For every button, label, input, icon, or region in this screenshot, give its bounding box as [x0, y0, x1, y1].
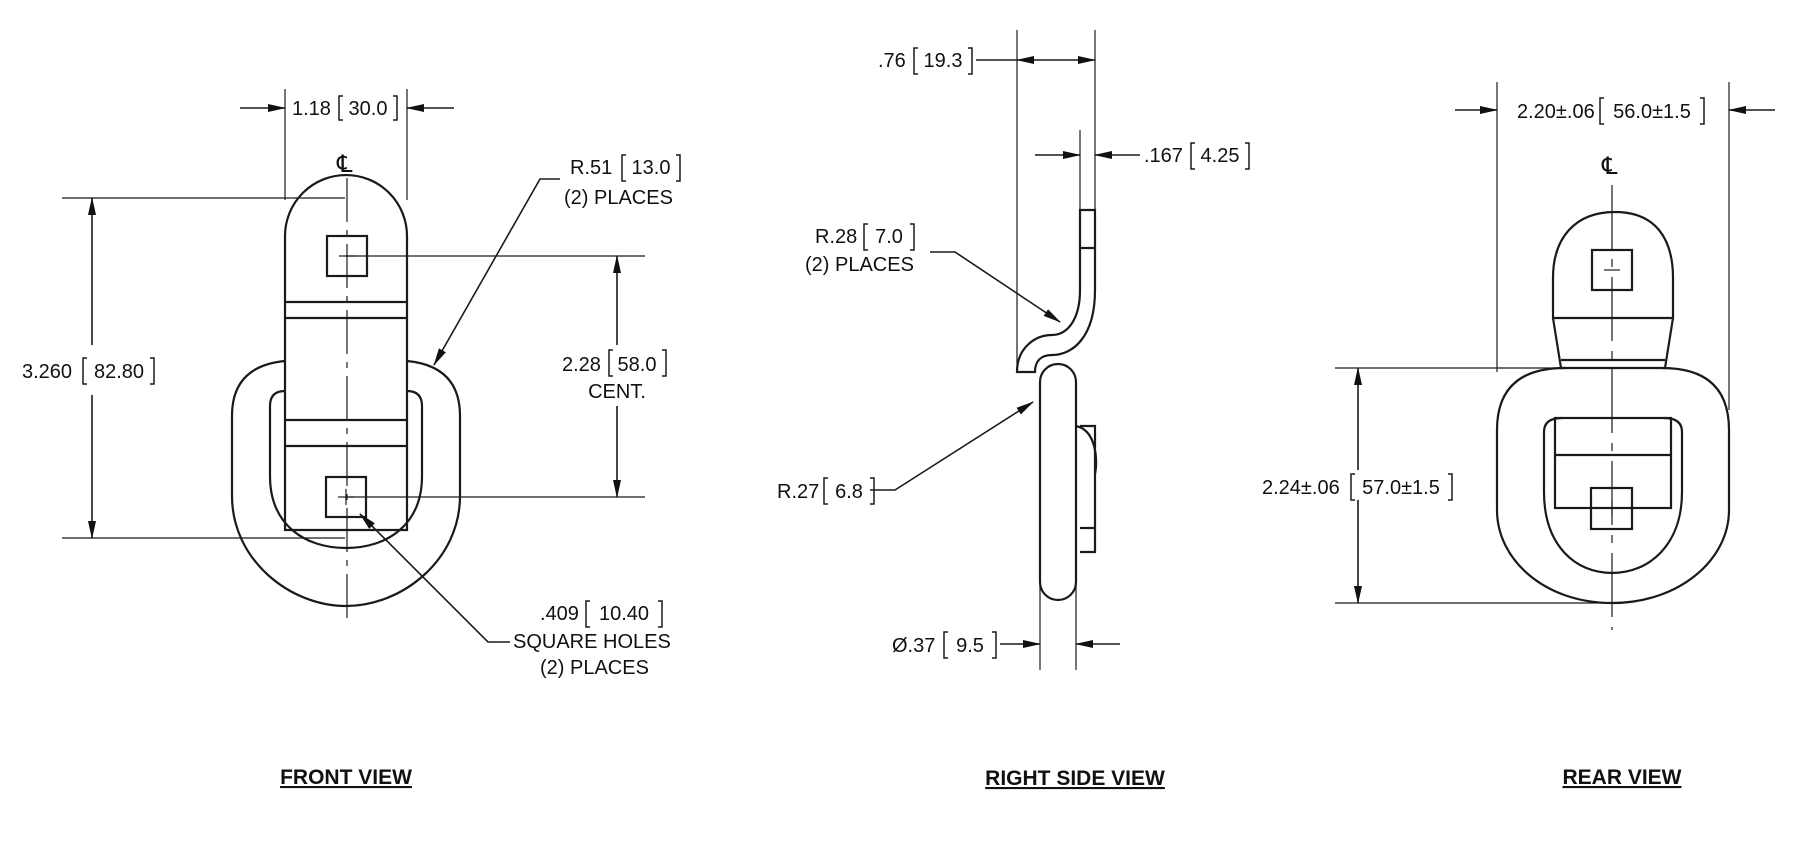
- side-bend-inch: R.28: [815, 226, 857, 248]
- side-rod: [1038, 362, 1078, 602]
- front-height-mm: 82.80: [94, 361, 144, 383]
- side-depth-mm: 19.3: [924, 50, 963, 72]
- rear-height-mm: 57.0±1.5: [1362, 477, 1440, 499]
- front-width-mm: 30.0: [349, 98, 388, 120]
- side-rod-diameter-mm: 9.5: [956, 635, 984, 657]
- hole-spacing-note: CENT.: [588, 381, 646, 403]
- side-plate: [1015, 208, 1097, 374]
- rear-width-mm: 56.0±1.5: [1613, 101, 1691, 123]
- front-ring-outer: [230, 359, 462, 608]
- side-rod-diameter-inch: Ø.37: [892, 635, 935, 657]
- side-view: .76 19.3 .167 4.25 R.28 7.0 (2) PLACES R…: [777, 30, 1250, 790]
- hole-note-line1: SQUARE HOLES: [513, 631, 671, 653]
- side-thickness-mm: 4.25: [1201, 145, 1240, 167]
- rear-height-inch: 2.24±.06: [1262, 477, 1340, 499]
- rear-view: ℄ 2.20±.06 56.0±1.5 2.24±.06 57.0±1.5 RE…: [1262, 82, 1775, 789]
- rear-width-inch: 2.20±.06: [1517, 101, 1595, 123]
- hole-size-inch: .409: [540, 603, 579, 625]
- side-view-title: RIGHT SIDE VIEW: [985, 767, 1165, 790]
- side-ring-radius-inch: R.27: [777, 481, 819, 503]
- front-radius-inch: R.51: [570, 157, 612, 179]
- front-view: ℄ 1.18 30.0 3.260 82.80 2.28 58.0 CENT. …: [22, 89, 681, 789]
- side-bend-mm: 7.0: [875, 226, 903, 248]
- side-depth-inch: .76: [878, 50, 906, 72]
- rear-ring-outer: [1495, 366, 1731, 605]
- front-radius-mm: 13.0: [632, 157, 671, 179]
- rear-ring-inner: [1542, 416, 1684, 575]
- hole-size-mm: 10.40: [599, 603, 649, 625]
- front-radius-qty: (2) PLACES: [564, 187, 673, 209]
- side-thickness-inch: .167: [1144, 145, 1183, 167]
- front-ring-inner: [268, 389, 424, 550]
- front-centerline-symbol: ℄: [336, 151, 353, 178]
- rear-centerline-symbol: ℄: [1601, 153, 1618, 180]
- rear-view-title: REAR VIEW: [1562, 766, 1681, 789]
- hole-spacing-mm: 58.0: [618, 354, 657, 376]
- hole-note-line2: (2) PLACES: [540, 657, 649, 679]
- front-view-title: FRONT VIEW: [280, 766, 412, 789]
- side-ring-radius-mm: 6.8: [835, 481, 863, 503]
- rear-strap: [1551, 210, 1675, 320]
- side-bend-qty: (2) PLACES: [805, 254, 914, 276]
- front-width-inch: 1.18: [292, 98, 331, 120]
- hole-spacing-inch: 2.28: [562, 354, 601, 376]
- front-strap: [283, 173, 409, 532]
- front-height-inch: 3.260: [22, 361, 72, 383]
